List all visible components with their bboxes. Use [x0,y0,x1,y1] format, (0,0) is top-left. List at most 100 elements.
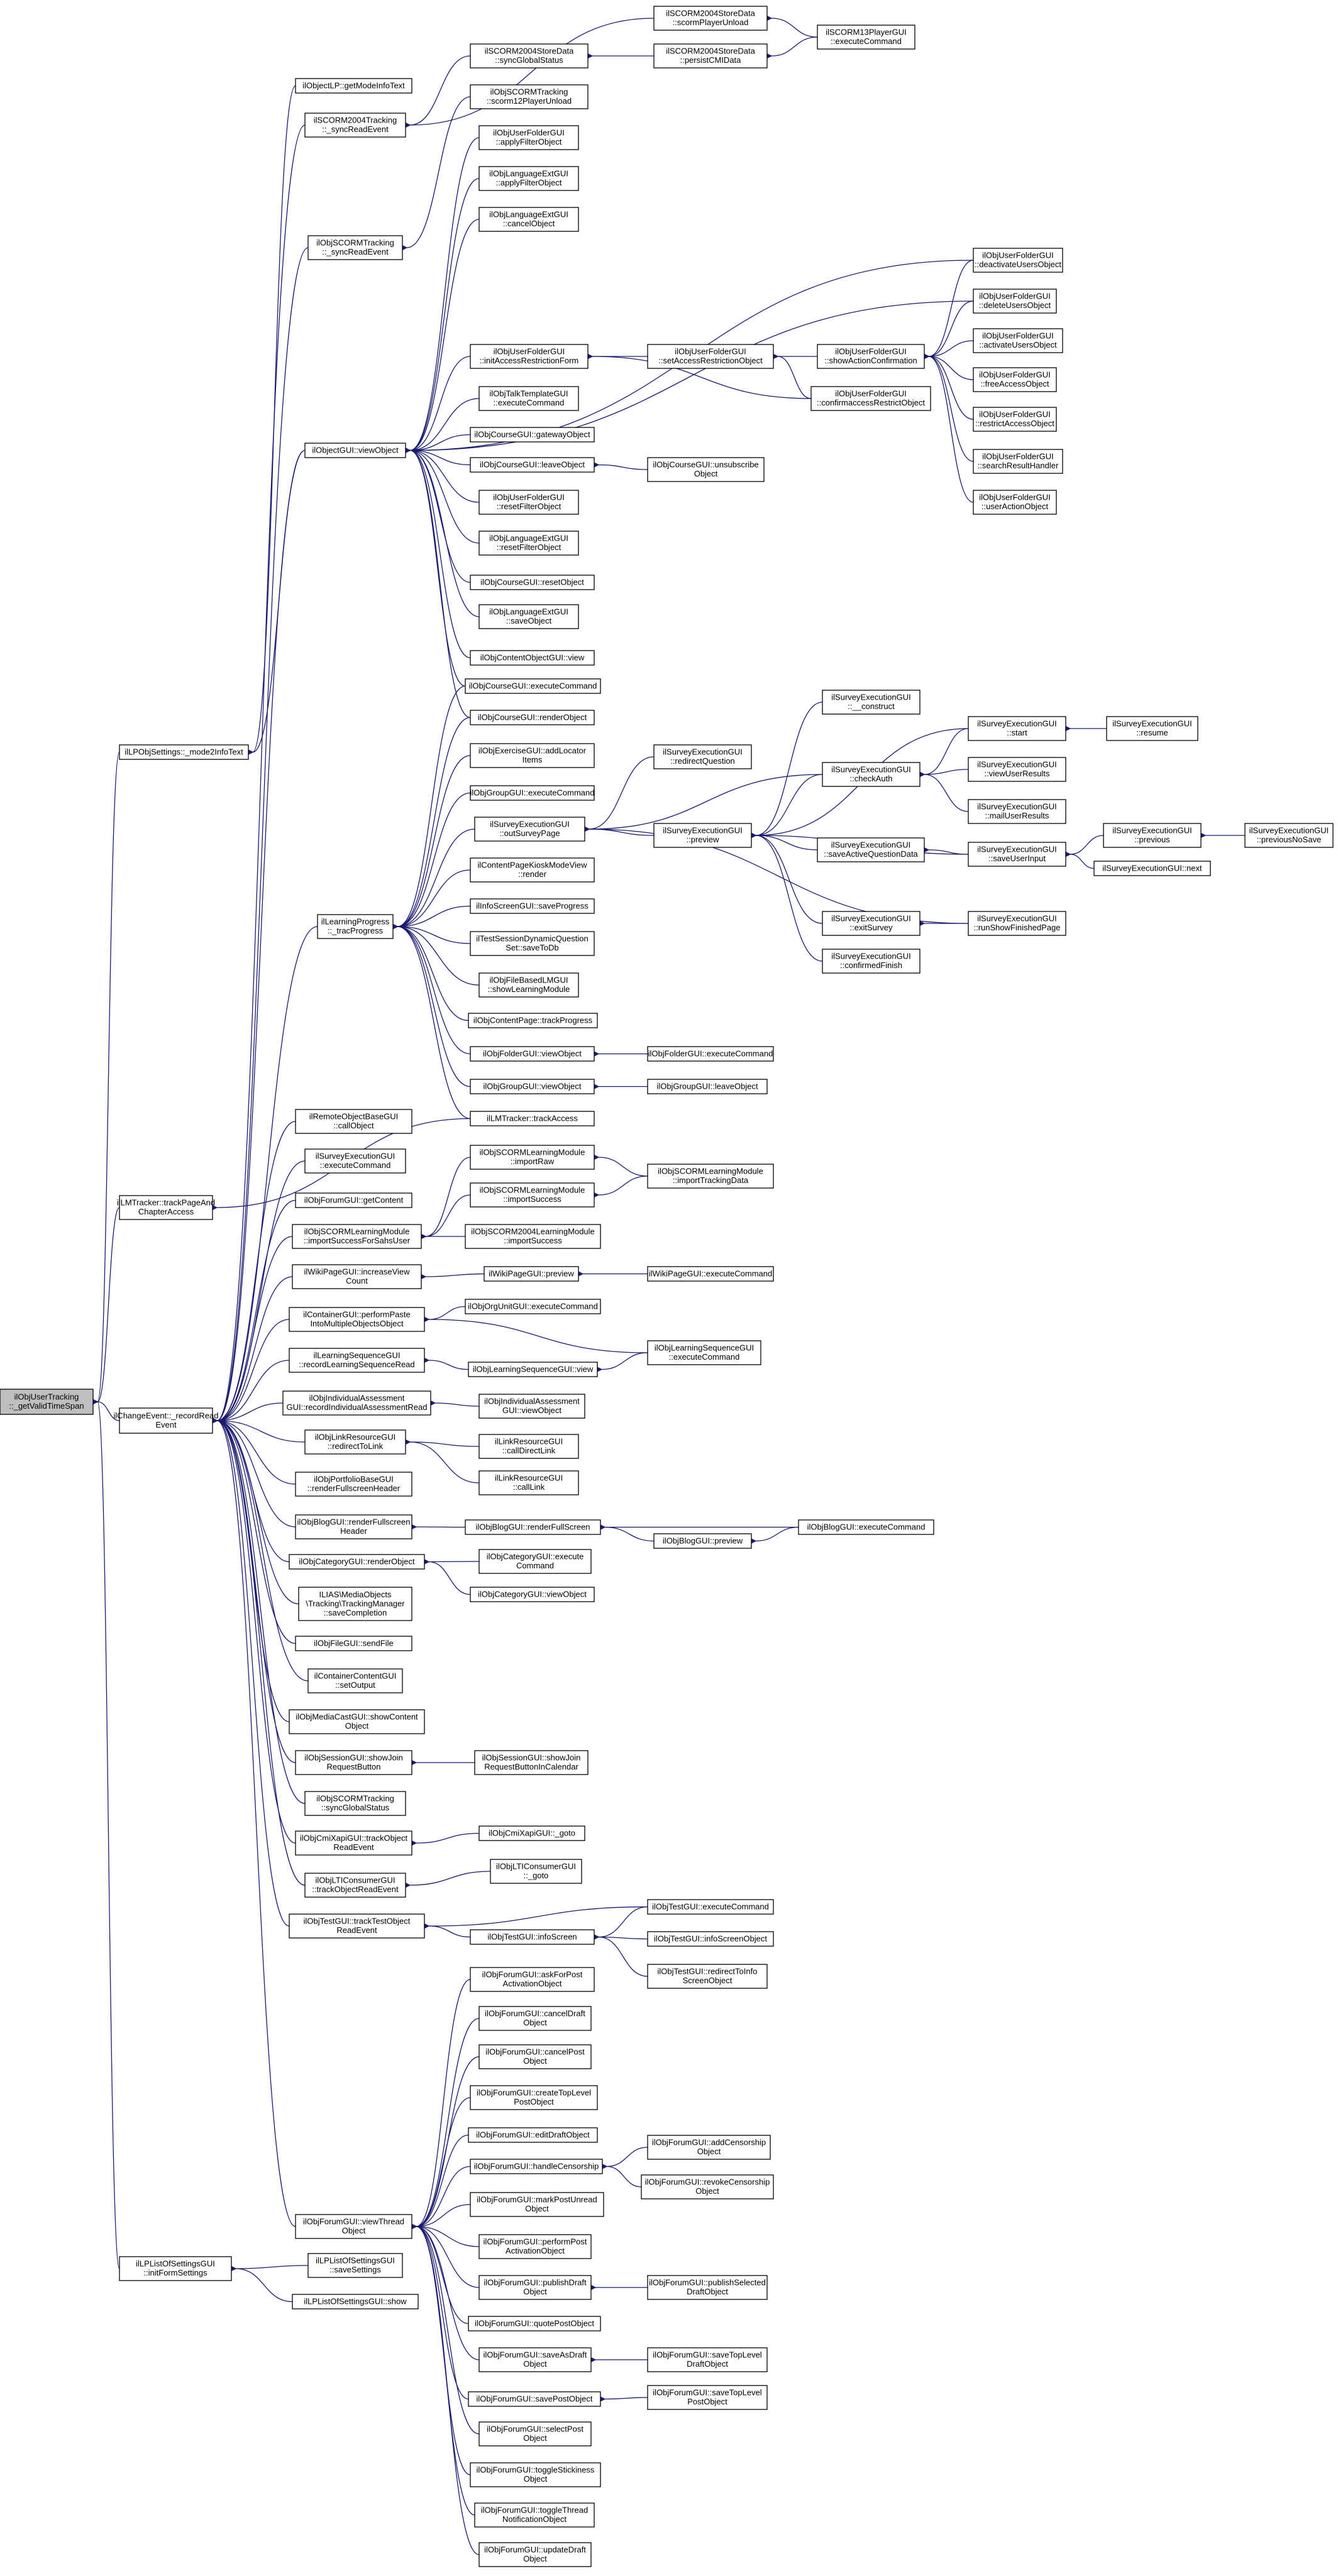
graph-node[interactable]: ilRemoteObjectBaseGUI::callObject [295,1109,412,1134]
graph-node[interactable]: ilObjGroupGUI::executeCommand [470,785,595,801]
graph-node[interactable]: ilContentPageKioskModeView::render [470,857,595,883]
graph-node[interactable]: ilSCORM2004StoreData::syncGlobalStatus [470,43,589,69]
graph-node[interactable]: ilObjectLP::getModeInfoText [295,78,412,94]
graph-node[interactable]: ilObjSCORMLearningModule::importSuccess [470,1182,595,1208]
graph-node[interactable]: ilSCORM2004StoreData::scormPlayerUnload [653,6,768,31]
graph-node[interactable]: ilObjUserFolderGUI::searchResultHandler [973,449,1063,474]
graph-node[interactable]: ilSurveyExecutionGUI::saveUserInput [968,842,1066,867]
graph-node[interactable]: ilSurveyExecutionGUI::runShowFinishedPag… [968,911,1066,936]
graph-node[interactable]: ilContainerContentGUI::setOutput [307,1668,403,1693]
graph-node[interactable]: ilSurveyExecutionGUI::outSurveyPage [474,817,585,842]
graph-node[interactable]: ILIAS\MediaObjects\Tracking\TrackingMana… [298,1587,412,1621]
graph-node[interactable]: ilObjTalkTemplateGUI::executeCommand [478,386,579,411]
graph-node[interactable]: ilObjForumGUI::askForPostActivationObjec… [470,1967,595,1992]
graph-node[interactable]: ilSurveyExecutionGUI::__construct [822,690,921,715]
graph-node[interactable]: ilObjUserFolderGUI::resetFilterObject [478,490,579,515]
graph-node[interactable]: ilObjFileBasedLMGUI::showLearningModule [478,972,579,998]
graph-node[interactable]: ilObjIndividualAssessmentGUI::recordIndi… [282,1390,431,1416]
graph-node[interactable]: ilObjFileGUI::sendFile [295,1636,412,1651]
graph-node[interactable]: ilObjCmiXapiGUI::_goto [478,1825,585,1841]
graph-node[interactable]: ilObjContentObjectGUI::view [470,650,595,666]
graph-node[interactable]: ilObjUserFolderGUI::initAccessRestrictio… [470,344,589,369]
graph-node[interactable]: ilObjSCORM2004LearningModule::importSucc… [465,1224,601,1249]
graph-node[interactable]: ilObjForumGUI::savePostObject [468,2391,601,2407]
graph-node[interactable]: ilSurveyExecutionGUI::confirmedFinish [822,949,921,974]
graph-node[interactable]: ilWikiPageGUI::preview [484,1266,579,1282]
graph-node[interactable]: ilObjBlogGUI::renderFullScreen [465,1519,601,1535]
graph-node[interactable]: ilObjUserFolderGUI::restrictAccessObject [973,407,1057,432]
graph-node[interactable]: ilObjLanguageExtGUI::resetFilterObject [478,531,579,556]
graph-node[interactable]: ilObjCourseGUI::renderObject [470,710,595,725]
graph-node[interactable]: ilSurveyExecutionGUI::exitSurvey [822,911,921,936]
graph-node[interactable]: ilObjTestGUI::executeCommand [647,1899,774,1915]
graph-node[interactable]: ilSurveyExecutionGUI::previousNoSave [1244,823,1334,848]
graph-node[interactable]: ilObjLanguageExtGUI::saveObject [478,604,579,629]
graph-node[interactable]: ilObjOrgUnitGUI::executeCommand [465,1299,601,1314]
graph-node[interactable]: ilSCORM13PlayerGUI::executeCommand [817,25,915,50]
graph-node[interactable]: ilLPListOfSettingsGUI::saveSettings [307,2253,403,2278]
graph-node[interactable]: ilObjLTIConsumerGUI::_goto [490,1859,582,1884]
graph-node[interactable]: ilObjSCORMTracking::syncGlobalStatus [304,1791,406,1816]
graph-node[interactable]: ilObjSCORMLearningModule::importRaw [470,1145,595,1170]
graph-node[interactable]: ilObjTestGUI::infoScreenObject [647,1931,774,1947]
graph-node[interactable]: ilSurveyExecutionGUI::checkAuth [822,762,921,787]
graph-node[interactable]: ilSurveyExecutionGUI::mailUserResults [968,799,1066,824]
graph-node[interactable]: ilObjUserFolderGUI::confirmaccessRestric… [810,386,931,411]
graph-node[interactable]: ilObjUserFolderGUI::setAccessRestriction… [647,344,774,369]
graph-node[interactable]: ilObjLinkResourceGUI::redirectToLink [304,1429,406,1455]
graph-node[interactable]: ilObjFolderGUI::viewObject [470,1046,595,1062]
graph-node[interactable]: ilObjSCORMLearningModule::importTracking… [647,1164,774,1189]
graph-node[interactable]: ilObjUserFolderGUI::userActionObject [973,490,1057,515]
graph-node[interactable]: ilSurveyExecutionGUI::next [1093,861,1211,876]
graph-node[interactable]: ilObjSCORMLearningModule::importSuccessF… [292,1224,422,1249]
graph-node[interactable]: ilObjForumGUI::editDraftObject [468,2127,598,2143]
graph-node[interactable]: ilLPObjSettings::_mode2InfoText [119,744,249,760]
graph-node[interactable]: ilObjContentPage::trackProgress [468,1013,598,1028]
graph-node[interactable]: ilObjPortfolioBaseGUI::renderFullscreenH… [295,1472,412,1497]
graph-node[interactable]: ilObjForumGUI::handleCensorship [470,2159,603,2174]
graph-node[interactable]: ilObjForumGUI::quotePostObject [468,2316,601,2331]
graph-node[interactable]: ilObjCategoryGUI::renderObject [289,1554,425,1570]
graph-node[interactable]: ilObjUserFolderGUI::applyFilterObject [478,125,579,150]
graph-node[interactable]: ilLearningProgress::_tracProgress [317,914,394,939]
graph-node[interactable]: ilTestSessionDynamicQuestionSet::saveToD… [470,931,595,956]
graph-node[interactable]: ilSCORM2004StoreData::persistCMIData [653,43,768,69]
graph-node[interactable]: ilObjLTIConsumerGUI::trackObjectReadEven… [304,1873,406,1898]
graph-node[interactable]: ilObjCategoryGUI::executeCommand [478,1549,592,1574]
graph-node[interactable]: ilSurveyExecutionGUI::viewUserResults [968,757,1066,782]
graph-node[interactable]: ilObjTestGUI::infoScreen [470,1929,595,1945]
graph-node[interactable]: ilObjSessionGUI::showJoinRequestButtonIn… [474,1750,589,1775]
graph-node[interactable]: ilObjForumGUI::publishSelectedDraftObjec… [647,2275,768,2300]
graph-node[interactable]: ilObjectGUI::viewObject [304,443,406,458]
graph-node[interactable]: ilLPListOfSettingsGUI::initFormSettings [119,2256,232,2281]
graph-node[interactable]: ilObjUserFolderGUI::freeAccessObject [973,367,1057,392]
graph-node[interactable]: ilLinkResourceGUI::callLink [478,1470,579,1495]
graph-node[interactable]: ilLinkResourceGUI::callDirectLink [478,1434,579,1459]
graph-node[interactable]: ilSurveyExecutionGUI::saveActiveQuestion… [817,837,925,862]
graph-node[interactable]: ilObjCategoryGUI::viewObject [470,1587,595,1602]
graph-node[interactable]: ilObjSCORMTracking::scorm12PlayerUnload [470,84,589,109]
graph-node[interactable]: ilSCORM2004Tracking::_syncReadEvent [304,113,406,138]
graph-node[interactable]: ilSurveyExecutionGUI::preview [653,823,752,848]
graph-node[interactable]: ilObjUserFolderGUI::showActionConfirmati… [817,344,925,369]
